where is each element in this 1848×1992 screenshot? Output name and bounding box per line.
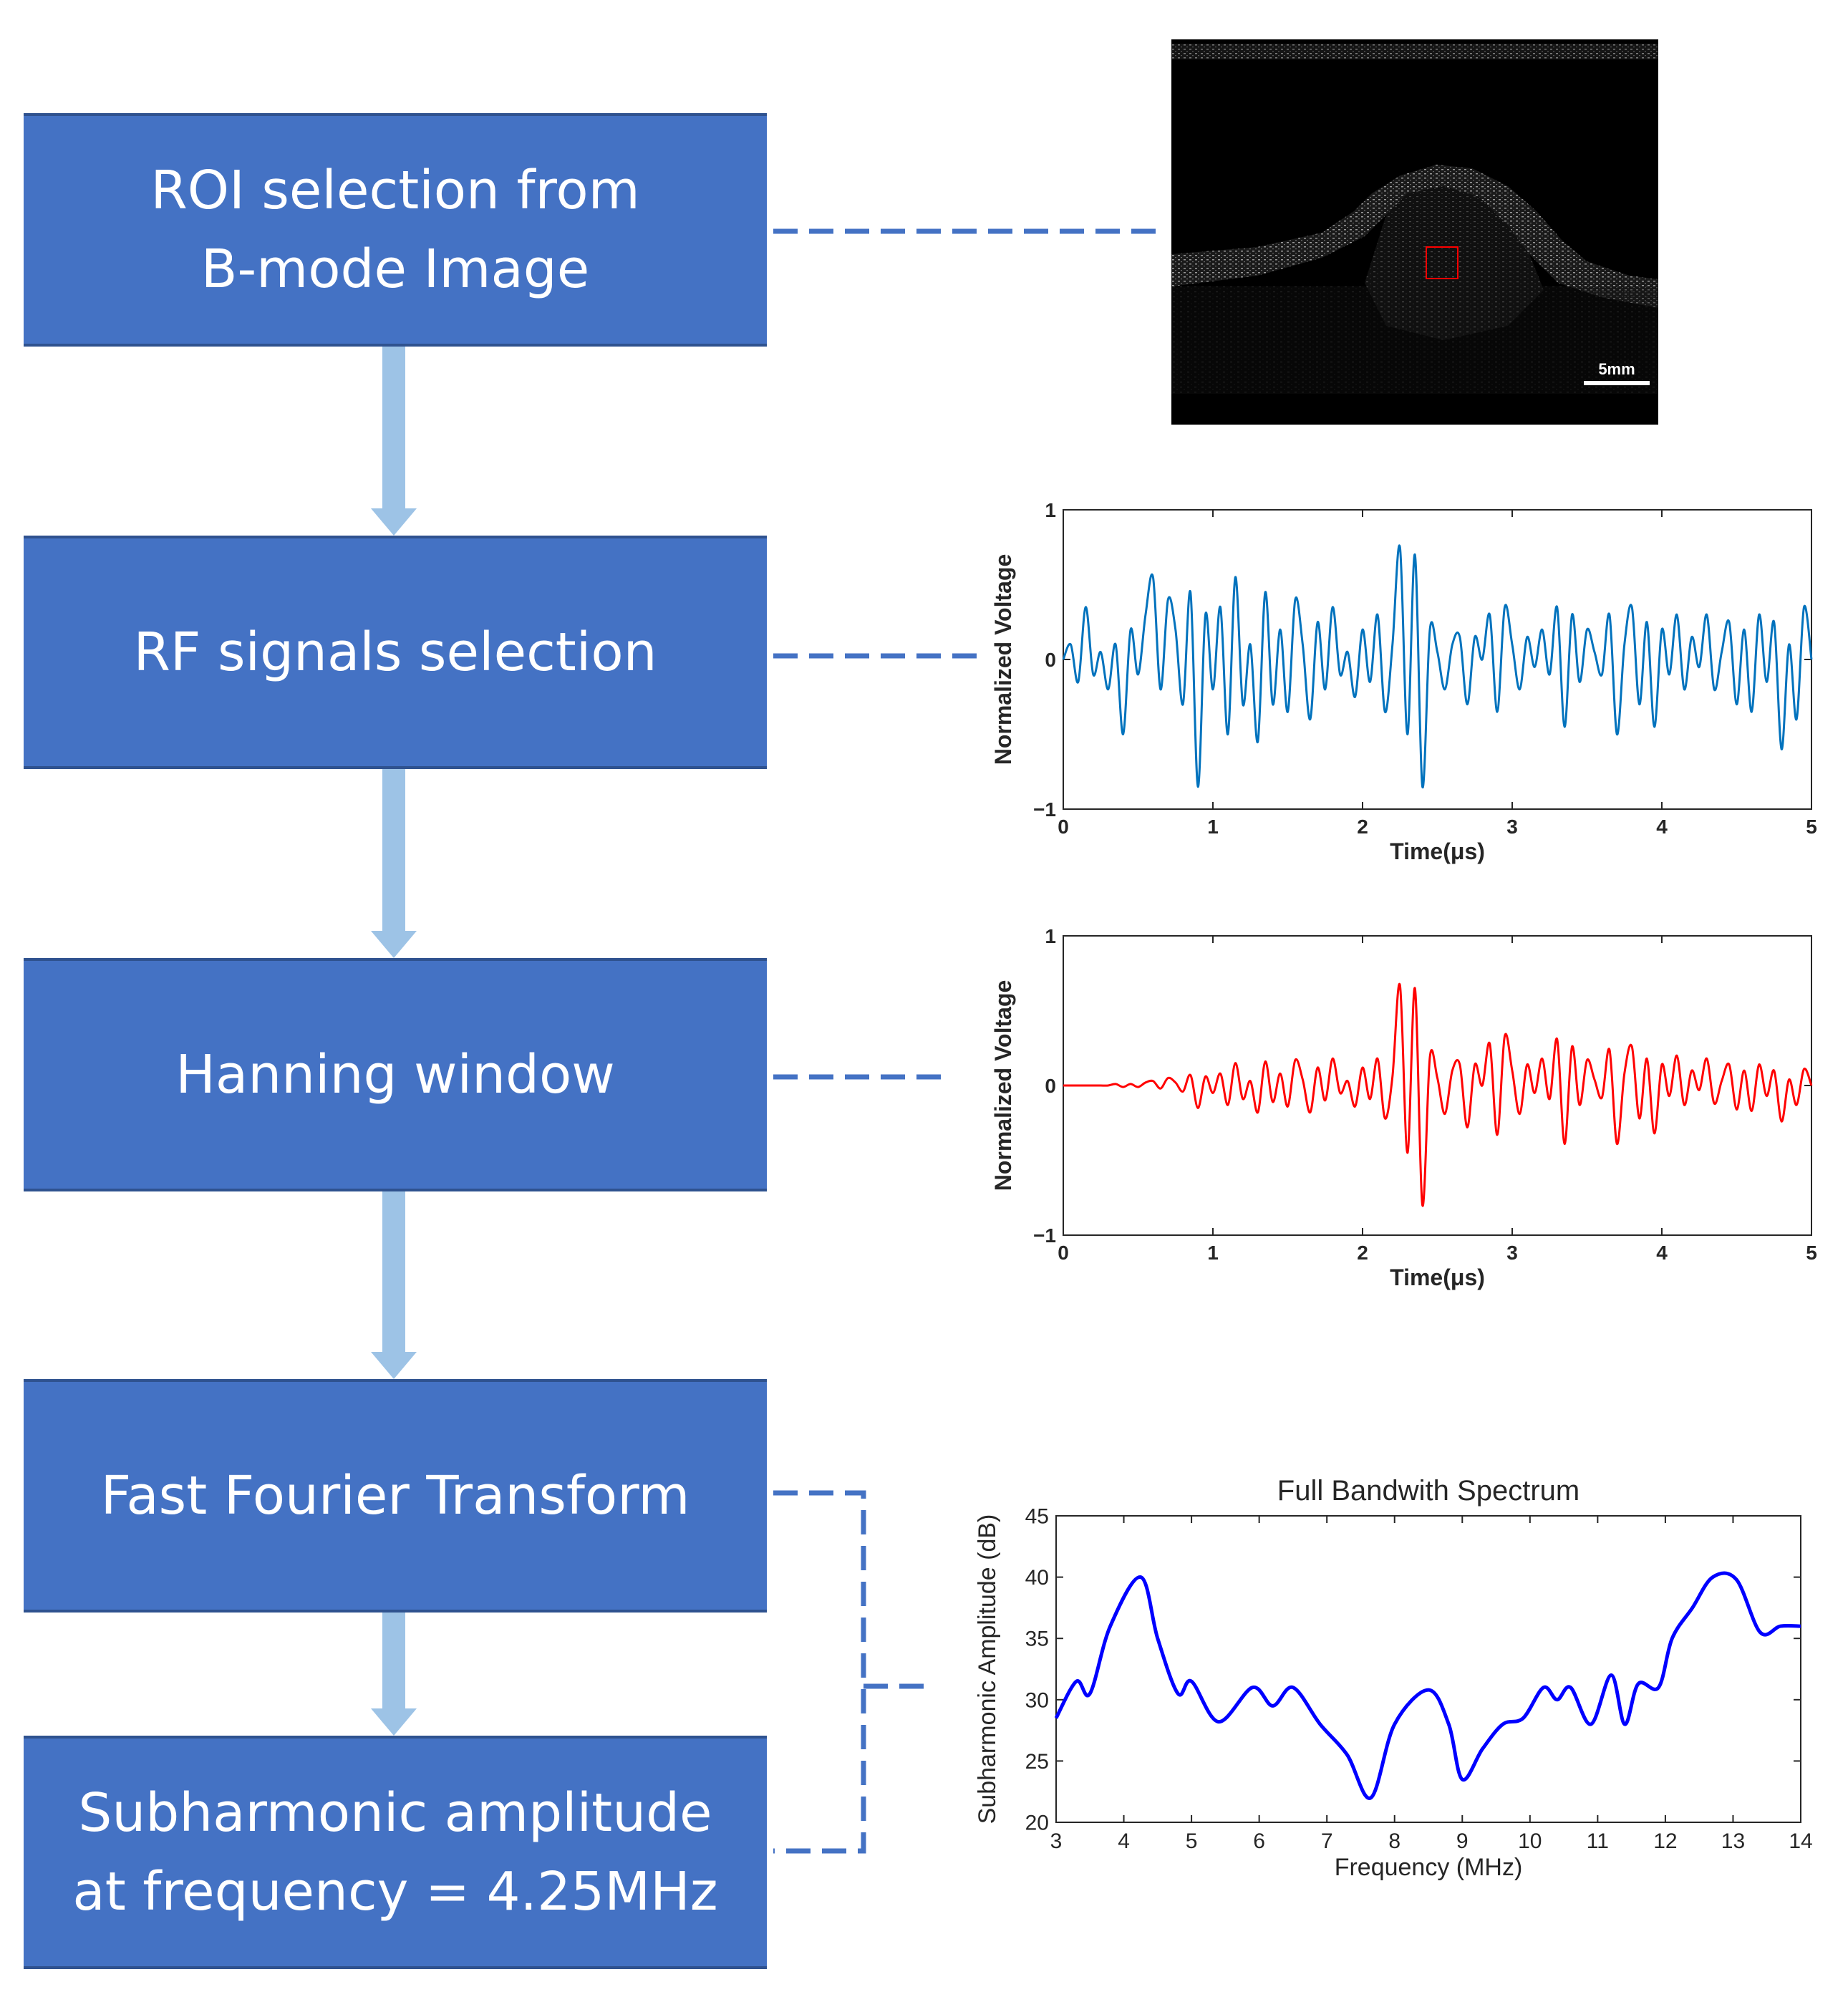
chart-title: Full Bandwith Spectrum: [1277, 1475, 1579, 1507]
x-axis-label: Frequency (MHz): [1335, 1854, 1523, 1881]
x-tick-label: 13: [1721, 1829, 1745, 1853]
flow-arrow-1: [371, 347, 417, 536]
y-tick-label: −1: [1033, 1224, 1056, 1247]
plot-frame: [1055, 1515, 1801, 1823]
x-tick-label: 8: [1388, 1829, 1400, 1853]
step-hanning-line-1: Hanning window: [175, 1044, 615, 1106]
flow-arrow-2: [371, 769, 417, 958]
y-axis-label: Subharmonic Amplitude (dB): [974, 1514, 1001, 1824]
y-tick-label: 1: [1045, 499, 1056, 521]
step-rf-selection: RF signals selection: [24, 536, 767, 769]
step-subharmonic-amplitude: Subharmonic amplitude at frequency = 4.2…: [24, 1736, 767, 1969]
x-tick-label: 1: [1207, 816, 1219, 838]
flow-arrow-4: [371, 1613, 417, 1736]
step-roi-line-2: B-mode Image: [200, 238, 590, 300]
series-line: [1054, 1571, 1801, 1800]
y-tick-label: 25: [1025, 1750, 1049, 1774]
scale-label: 5mm: [1598, 360, 1635, 378]
x-tick-label: 0: [1058, 816, 1069, 838]
x-tick-label: 3: [1506, 816, 1518, 838]
x-tick-label: 9: [1456, 1829, 1469, 1853]
step-fft: Fast Fourier Transform: [24, 1379, 767, 1613]
y-tick-label: 20: [1025, 1812, 1049, 1835]
plot-frame: [1063, 935, 1812, 1236]
x-tick-label: 3: [1506, 1242, 1518, 1264]
x-tick-label: 2: [1357, 1242, 1368, 1264]
step-roi-selection: ROI selection from B-mode Image: [24, 113, 767, 347]
step-subharmonic-line-2: at frequency = 4.25MHz: [72, 1861, 718, 1923]
scale-bar: [1584, 381, 1650, 385]
y-axis-label: Normalized Voltage: [990, 554, 1016, 765]
step-fft-line-1: Fast Fourier Transform: [100, 1465, 690, 1527]
y-tick-label: 0: [1045, 649, 1056, 671]
step-roi-line-1: ROI selection from: [150, 160, 640, 221]
series-line: [1063, 982, 1813, 1207]
y-tick-label: 45: [1025, 1505, 1049, 1529]
step-subharmonic-line-1: Subharmonic amplitude: [78, 1782, 712, 1844]
plot-frame: [1063, 509, 1812, 810]
series-line: [1062, 544, 1813, 788]
x-tick-label: 0: [1058, 1242, 1069, 1264]
y-tick-label: 40: [1025, 1566, 1049, 1590]
x-tick-label: 7: [1321, 1829, 1333, 1853]
x-tick-label: 11: [1587, 1829, 1609, 1853]
x-tick-label: 6: [1253, 1829, 1265, 1853]
y-tick-label: 0: [1045, 1075, 1056, 1097]
y-tick-label: 30: [1025, 1688, 1049, 1712]
x-tick-label: 1: [1207, 1242, 1219, 1264]
x-tick-label: 4: [1656, 816, 1668, 838]
flow-arrow-3: [371, 1191, 417, 1379]
x-tick-label: 4: [1656, 1242, 1668, 1264]
step-rf-line-1: RF signals selection: [133, 622, 657, 683]
y-tick-label: −1: [1033, 798, 1056, 821]
x-tick-label: 3: [1050, 1829, 1063, 1853]
y-axis-label: Normalized Voltage: [990, 980, 1016, 1191]
x-tick-label: 5: [1806, 1242, 1817, 1264]
x-tick-label: 4: [1118, 1829, 1130, 1853]
roi-box: [1426, 246, 1458, 279]
y-tick-label: 35: [1025, 1628, 1049, 1651]
x-tick-label: 12: [1653, 1829, 1677, 1853]
x-tick-label: 5: [1806, 816, 1817, 838]
x-axis-label: Time(μs): [1390, 1265, 1485, 1290]
bmode-image: 5mm: [1171, 39, 1658, 425]
x-axis-label: Time(μs): [1390, 838, 1485, 864]
step-hanning-window: Hanning window: [24, 958, 767, 1191]
x-tick-label: 10: [1518, 1829, 1542, 1853]
y-tick-label: 1: [1045, 925, 1056, 947]
x-tick-label: 2: [1357, 816, 1368, 838]
x-tick-label: 14: [1789, 1829, 1812, 1853]
x-tick-label: 5: [1186, 1829, 1198, 1853]
